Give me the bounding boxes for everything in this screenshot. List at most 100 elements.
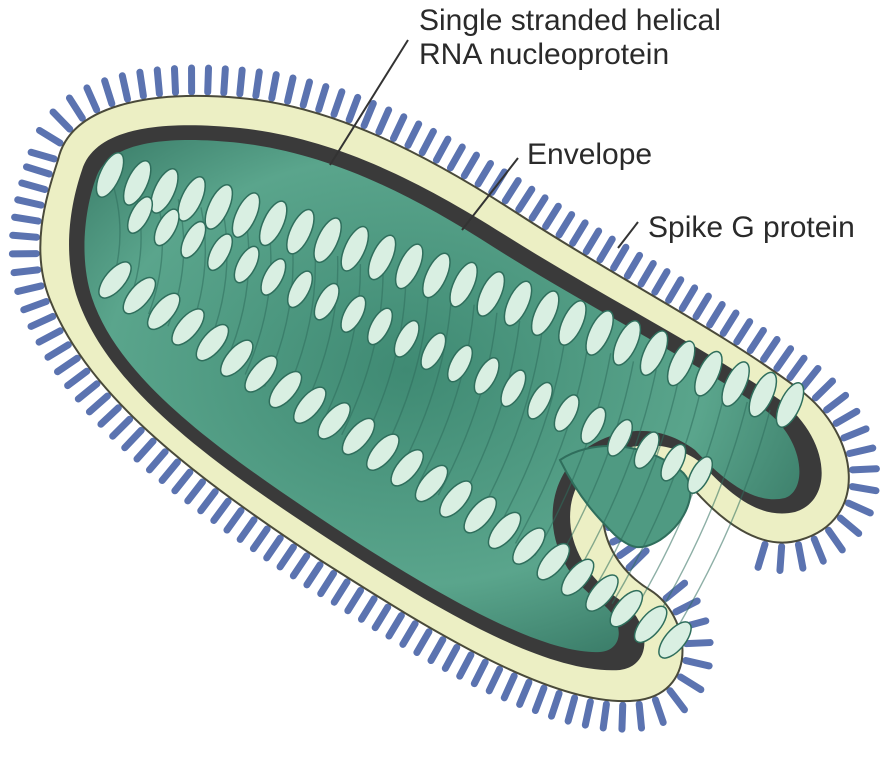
spike-g-protein (403, 624, 415, 645)
spike-g-protein (431, 640, 443, 661)
spike-g-protein (162, 462, 177, 480)
spike-g-protein (848, 503, 870, 513)
spike-g-protein (686, 643, 710, 644)
spike-g-protein (69, 98, 82, 118)
spike-g-protein (26, 167, 49, 174)
spike-g-protein (474, 662, 485, 683)
spike-g-protein (829, 530, 843, 550)
spike-g-protein (505, 181, 518, 201)
spike-g-protein (460, 655, 471, 676)
spike-g-protein (394, 117, 404, 139)
spike-g-protein (586, 231, 598, 252)
spike-g-protein (682, 288, 694, 309)
spike-g-protein (227, 511, 241, 530)
spike-g-protein (422, 131, 433, 152)
spike-g-protein (319, 87, 326, 110)
spike-g-protein (710, 305, 723, 325)
spike-g-protein (214, 501, 228, 520)
spike-g-protein (57, 358, 77, 371)
label-rna-line2: RNA nucleoprotein (419, 38, 721, 72)
spike-g-protein (22, 183, 45, 189)
spike-g-protein (157, 70, 159, 94)
spike-g-protein (31, 152, 54, 159)
spike-g-protein (39, 130, 59, 143)
spike-g-protein (696, 296, 708, 317)
spike-g-protein (551, 693, 559, 716)
label-spike-g-protein: Spike G protein (648, 211, 855, 245)
spike-g-protein (750, 330, 763, 350)
spike-g-protein (614, 247, 626, 268)
spike-g-protein (445, 647, 457, 668)
spike-g-protein (321, 573, 334, 593)
spike-g-protein (272, 75, 276, 99)
spike-g-protein (14, 270, 38, 273)
spike-g-protein (669, 280, 681, 301)
spike-g-protein (780, 547, 782, 571)
spike-g-protein (149, 452, 165, 470)
spike-g-protein (464, 155, 476, 176)
spike-g-protein (815, 381, 832, 398)
spike-g-protein (764, 339, 777, 359)
spike-g-protein (603, 704, 606, 728)
spike-g-protein (790, 358, 804, 377)
spike-g-protein (78, 384, 97, 399)
spike-g-protein (655, 700, 663, 723)
spike-g-protein (519, 189, 532, 209)
spike-g-protein (18, 200, 41, 205)
spike-g-protein (478, 163, 490, 184)
spike-g-protein (532, 198, 545, 218)
spike-g-protein (293, 556, 306, 576)
spike-g-protein (280, 547, 293, 567)
spike-g-protein (670, 691, 685, 710)
spike-leader-line (618, 222, 638, 248)
spike-g-protein (436, 139, 448, 160)
spike-g-protein (101, 408, 118, 424)
spike-g-protein (723, 313, 736, 333)
spike-g-protein (450, 147, 462, 168)
spike-g-protein (18, 286, 41, 292)
spike-g-protein (174, 69, 175, 93)
spike-g-protein (627, 255, 639, 276)
spike-g-protein (349, 97, 358, 119)
spike-g-protein (379, 110, 389, 132)
spike-g-protein (535, 688, 544, 710)
spike-g-protein (140, 72, 144, 96)
spike-g-protein (840, 518, 858, 533)
spike-g-protein (814, 539, 823, 561)
spike-g-protein (175, 472, 190, 491)
label-rna-line1: Single stranded helical (419, 4, 721, 38)
spike-g-protein (87, 88, 97, 110)
spike-g-protein (600, 239, 612, 260)
spike-g-protein (288, 78, 293, 101)
spike-g-protein (256, 72, 259, 96)
spike-g-protein (307, 565, 320, 585)
spike-g-protein (849, 448, 872, 453)
spike-g-protein (137, 441, 153, 459)
spike-g-protein (655, 272, 667, 293)
spike-g-protein (13, 235, 37, 237)
spike-g-protein (639, 704, 641, 728)
spike-g-protein (253, 529, 267, 549)
spike-g-protein (758, 544, 765, 567)
spike-g-protein (546, 206, 559, 226)
spike-g-protein (188, 482, 203, 501)
spike-g-protein (375, 607, 388, 627)
spike-g-protein (348, 590, 361, 610)
spike-g-protein (676, 601, 697, 612)
spike-g-protein (361, 599, 374, 619)
spike-g-protein (622, 705, 623, 729)
spike-g-protein (208, 68, 209, 92)
spike-g-protein (573, 223, 585, 244)
label-envelope: Envelope (527, 138, 652, 172)
spike-g-protein (559, 215, 572, 235)
spike-g-protein (803, 368, 818, 387)
spike-g-protein (504, 676, 514, 698)
spike-g-protein (852, 487, 876, 491)
spike-g-protein (15, 217, 39, 221)
spike-g-protein (31, 316, 53, 326)
spike-g-protein (303, 82, 309, 105)
spike-g-protein (520, 682, 529, 704)
spike-g-protein (568, 698, 574, 721)
